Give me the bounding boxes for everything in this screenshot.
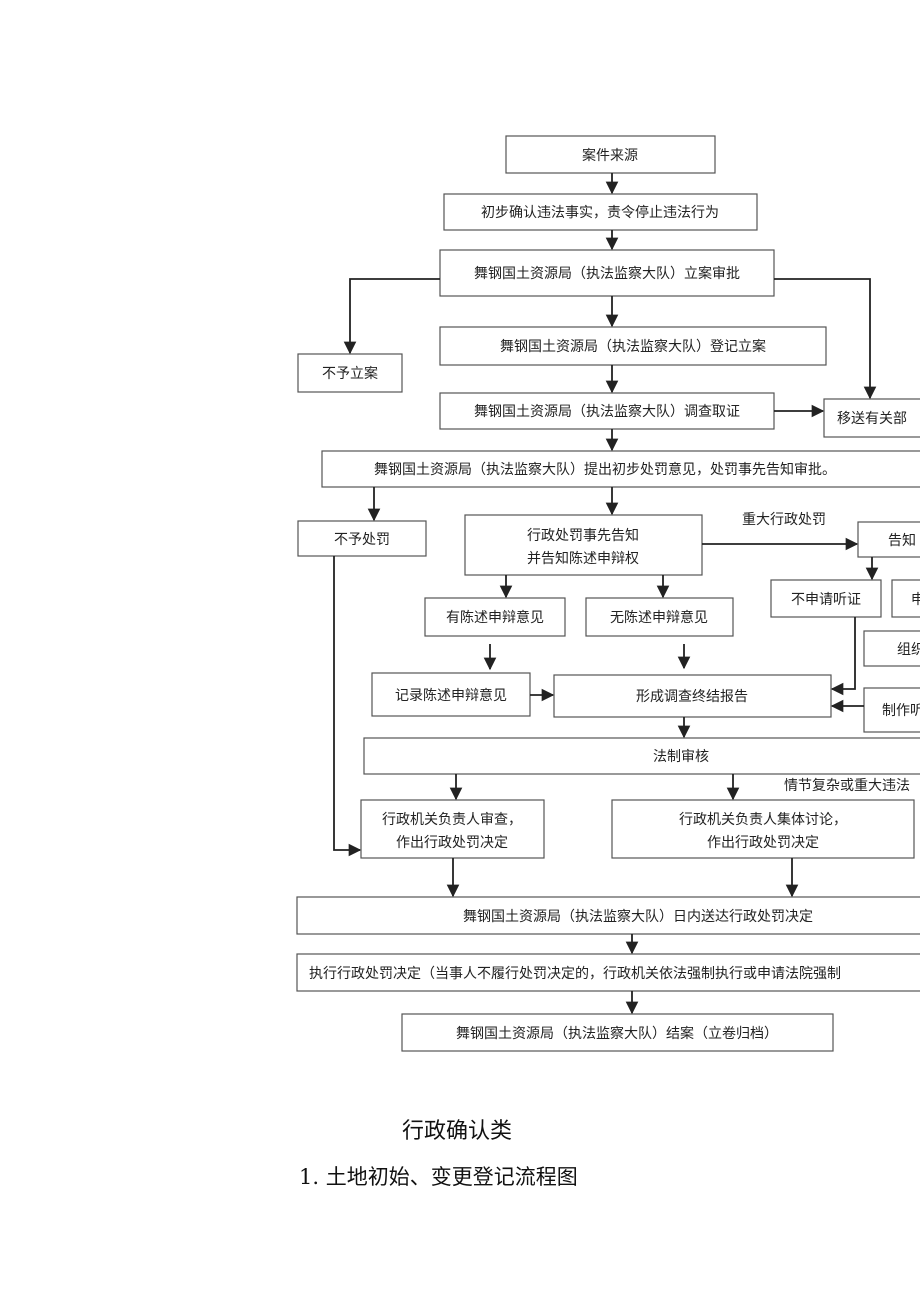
node-no-plea: 无陈述申辩意见 [585, 597, 734, 637]
label-complex-case: 情节复杂或重大违法 [784, 777, 910, 794]
node-execute-decision: 执行行政处罚决定（当事人不履行处罚决定的，行政机关依法强制执行或申请法院强制 [296, 953, 920, 992]
node-transfer: 移送有关部 [823, 398, 920, 438]
node-no-penalty-label: 不予处罚 [334, 532, 390, 548]
node-legal-review-label: 法制审核 [653, 749, 709, 765]
node-filing-approval-label: 舞钢国土资源局（执法监察大队）立案审批 [474, 265, 740, 282]
node-close-case: 舞钢国土资源局（执法监察大队）结案（立卷归档） [401, 1013, 834, 1052]
node-deliver-decision-label: 舞钢国土资源局（执法监察大队）日内送达行政处罚决定 [463, 908, 813, 925]
node-execute-decision-label: 执行行政处罚决定（当事人不履行处罚决定的，行政机关依法强制执行或申请法院强制 [309, 966, 841, 982]
label-major-penalty: 重大行政处罚 [742, 512, 826, 528]
node-investigation: 舞钢国土资源局（执法监察大队）调查取证 [439, 392, 775, 430]
node-has-plea-label: 有陈述申辩意见 [446, 609, 544, 626]
arrow-no-penalty-head-review [333, 556, 362, 857]
node-case-source: 案件来源 [505, 135, 716, 174]
node-collective-discussion-line2: 作出行政处罚决定 [707, 835, 819, 851]
node-legal-review: 法制审核 [363, 737, 920, 775]
node-apply-hearing-label: 申 [911, 592, 920, 608]
node-organize-hearing-label: 组织 [897, 642, 920, 658]
item-heading: 1. 土地初始、变更登记流程图 [299, 1165, 578, 1189]
node-head-review-line1: 行政机关负责人审查， [382, 812, 522, 828]
node-advance-notice-line2: 并告知陈述申辩权 [527, 550, 639, 567]
node-collective-discussion-line1: 行政机关负责人集体讨论， [679, 811, 847, 828]
node-transfer-label: 移送有关部 [837, 411, 907, 427]
node-advance-notice: 行政处罚事先告知 并告知陈述申辩权 [464, 514, 703, 576]
node-close-case-label: 舞钢国土资源局（执法监察大队）结案（立卷归档） [456, 1025, 778, 1042]
node-no-hearing: 不申请听证 [770, 579, 882, 618]
node-preliminary-confirm: 初步确认违法事实，责令停止违法行为 [443, 193, 758, 231]
connectors [333, 173, 879, 1015]
node-make-hearing-record: 制作听 [863, 687, 920, 733]
node-inform-label: 告知 [888, 532, 916, 549]
node-no-plea-label: 无陈述申辩意见 [610, 609, 708, 626]
node-make-hearing-record-label: 制作听 [882, 703, 920, 719]
node-investigation-label: 舞钢国土资源局（执法监察大队）调查取证 [474, 403, 740, 420]
node-final-report: 形成调查终结报告 [553, 674, 832, 718]
node-organize-hearing: 组织 [863, 630, 920, 667]
node-no-penalty: 不予处罚 [297, 520, 427, 557]
node-final-report-label: 形成调查终结报告 [636, 689, 748, 705]
node-record-plea: 记录陈述申辩意见 [371, 672, 531, 717]
section-heading: 行政确认类 [402, 1119, 513, 1144]
node-collective-discussion: 行政机关负责人集体讨论， 作出行政处罚决定 [611, 799, 915, 859]
node-head-review: 行政机关负责人审查， 作出行政处罚决定 [360, 799, 545, 859]
node-case-source-label: 案件来源 [582, 147, 638, 164]
node-inform: 告知 [857, 521, 920, 558]
node-head-review-line2: 作出行政处罚决定 [396, 835, 508, 851]
node-record-plea-label: 记录陈述申辩意见 [395, 687, 507, 704]
node-no-case: 不予立案 [297, 353, 403, 393]
arrow-approval-transfer [774, 278, 877, 400]
node-no-case-label: 不予立案 [322, 365, 378, 382]
node-has-plea: 有陈述申辩意见 [424, 597, 566, 637]
node-penalty-opinion-label: 舞钢国土资源局（执法监察大队）提出初步处罚意见，处罚事先告知审批。 [374, 461, 836, 478]
node-filing-approval: 舞钢国土资源局（执法监察大队）立案审批 [439, 249, 775, 297]
arrow-approval-no-case [343, 278, 440, 355]
node-preliminary-confirm-label: 初步确认违法事实，责令停止违法行为 [481, 204, 719, 221]
node-register-case-label: 舞钢国土资源局（执法监察大队）登记立案 [500, 338, 766, 355]
node-apply-hearing: 申 [891, 579, 920, 618]
node-no-hearing-label: 不申请听证 [791, 592, 861, 608]
node-penalty-opinion: 舞钢国土资源局（执法监察大队）提出初步处罚意见，处罚事先告知审批。 [321, 450, 920, 488]
arrow-no-hearing-report [830, 617, 856, 696]
node-deliver-decision: 舞钢国土资源局（执法监察大队）日内送达行政处罚决定 [296, 896, 920, 935]
node-register-case: 舞钢国土资源局（执法监察大队）登记立案 [439, 326, 827, 366]
node-advance-notice-line1: 行政处罚事先告知 [527, 527, 639, 544]
